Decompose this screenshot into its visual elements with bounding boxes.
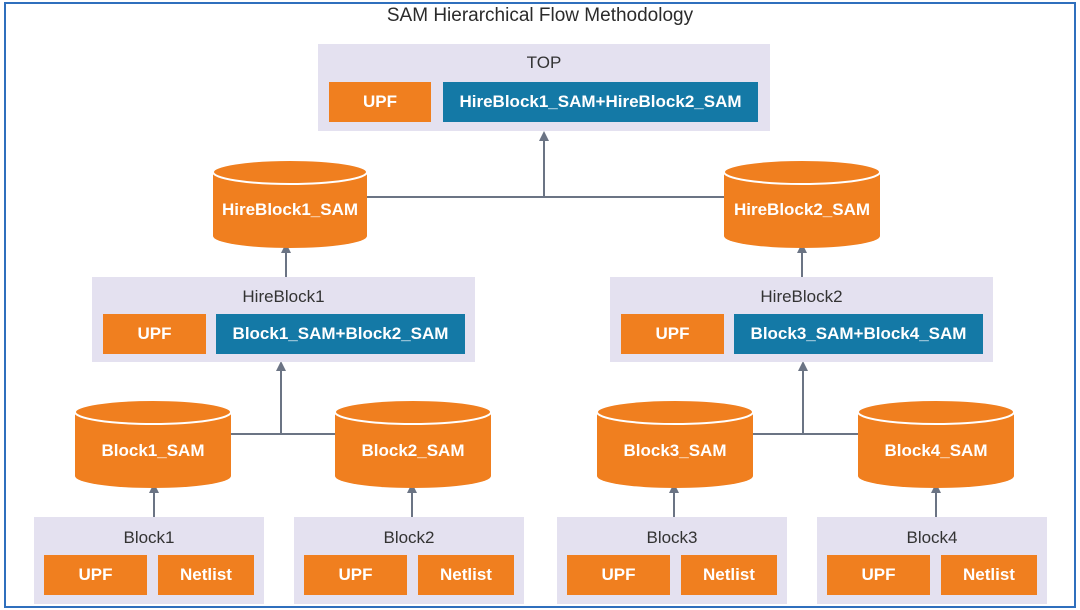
block2-panel: Block2 UPF Netlist: [294, 517, 524, 604]
hireblock1-combined-sam-box: Block1_SAM+Block2_SAM: [216, 314, 465, 354]
block3-sam-label: Block3_SAM: [623, 441, 727, 460]
top-panel: TOP UPF HireBlock1_SAM+HireBlock2_SAM: [318, 44, 770, 131]
block1-netlist-box: Netlist: [158, 555, 254, 595]
block4-sam-label: Block4_SAM: [884, 441, 988, 460]
block1-panel: Block1 UPF Netlist: [34, 517, 264, 604]
block2-netlist-box: Netlist: [418, 555, 514, 595]
block1-label: Block1: [123, 528, 175, 547]
block2-sam-cylinder: [334, 399, 492, 488]
top-combined-sam-box: HireBlock1_SAM+HireBlock2_SAM: [443, 82, 758, 122]
block3-panel: Block3 UPF Netlist: [557, 517, 787, 604]
hireblock1-panel: HireBlock1 UPF Block1_SAM+Block2_SAM: [92, 277, 475, 362]
block2-upf-box: UPF: [304, 555, 407, 595]
block3-sam-cylinder: [596, 399, 754, 488]
hireblock1-upf-box: UPF: [103, 314, 206, 354]
block1-upf-box: UPF: [44, 555, 147, 595]
block4-label: Block4: [906, 528, 958, 547]
hireblock1-sam-cylinder: [212, 159, 368, 248]
block2-label: Block2: [383, 528, 435, 547]
top-upf-box: UPF: [329, 82, 431, 122]
block4-panel: Block4 UPF Netlist: [817, 517, 1047, 604]
top-label: TOP: [526, 53, 562, 72]
hireblock1-sam-label: HireBlock1_SAM: [221, 200, 359, 219]
hireblock2-sam-cylinder: [723, 159, 881, 248]
diagram-title: SAM Hierarchical Flow Methodology: [386, 5, 694, 26]
hireblock2-upf-box: UPF: [621, 314, 724, 354]
hireblock2-panel: HireBlock2 UPF Block3_SAM+Block4_SAM: [610, 277, 993, 362]
block1-sam-cylinder: [74, 399, 232, 488]
block2-sam-label: Block2_SAM: [361, 441, 465, 460]
block4-sam-cylinder: [857, 399, 1015, 488]
block1-sam-label: Block1_SAM: [101, 441, 205, 460]
block4-upf-box: UPF: [827, 555, 930, 595]
block3-upf-box: UPF: [567, 555, 670, 595]
hireblock2-sam-label: HireBlock2_SAM: [733, 200, 871, 219]
block4-netlist-box: Netlist: [941, 555, 1037, 595]
hireblock2-combined-sam-box: Block3_SAM+Block4_SAM: [734, 314, 983, 354]
block3-netlist-box: Netlist: [681, 555, 777, 595]
block3-label: Block3: [646, 528, 698, 547]
hireblock2-label: HireBlock2: [760, 287, 843, 306]
hireblock1-label: HireBlock1: [242, 287, 325, 306]
